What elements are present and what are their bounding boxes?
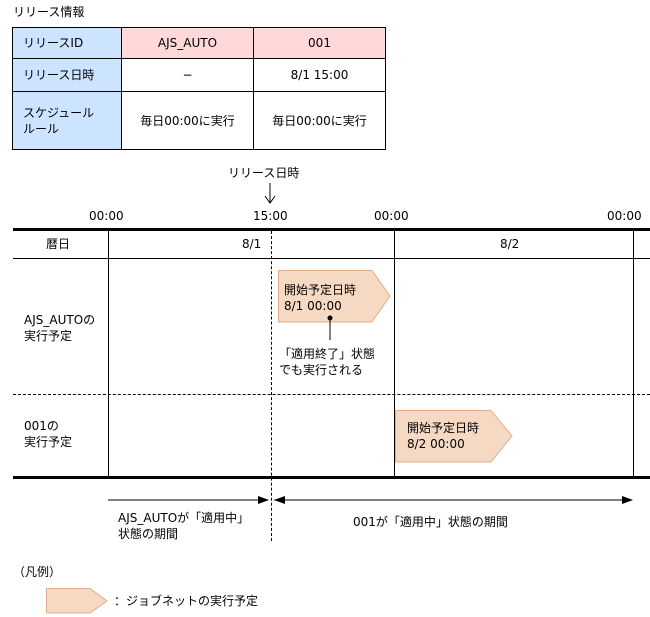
row-header-line: スケジュール <box>23 105 95 120</box>
cell-release-datetime-1: − <box>121 58 254 92</box>
table-row-release-datetime: リリース日時 − 8/1 15:00 <box>12 58 386 92</box>
row-label-line: 実行予定 <box>24 329 73 343</box>
schedule-title: 開始予定日時 <box>407 421 480 435</box>
cell-release-id-2: 001 <box>253 27 386 59</box>
schedule-note: 「適用終了」状態 でも実行される <box>279 346 375 378</box>
day-boundary-line <box>108 230 109 477</box>
release-marker-label: リリース日時 <box>228 166 300 180</box>
period-label-line: 状態の期間 <box>118 527 179 541</box>
period-label-ajs-auto: AJS_AUTOが「適用中」 状態の期間 <box>118 510 249 542</box>
calendar-day: 8/1 <box>242 237 262 251</box>
row-label-line: AJS_AUTOの <box>24 313 96 327</box>
schedule-title: 開始予定日時 <box>284 283 357 297</box>
legend-pentagon-icon <box>46 588 108 614</box>
calendar-row-label: 暦日 <box>46 237 71 251</box>
cell-release-id-1: AJS_AUTO <box>121 27 254 59</box>
note-line: 「適用終了」状態 <box>279 347 376 361</box>
row-header-line: ルール <box>23 121 60 136</box>
schedule-pentagon-shape <box>395 410 513 463</box>
release-info-title: リリース情報 <box>13 5 85 19</box>
calendar-day: 8/2 <box>500 237 520 251</box>
day-boundary-line <box>394 230 395 477</box>
period-arrows <box>108 496 633 504</box>
schedule-block-001: 開始予定日時 8/2 00:00 <box>407 420 479 452</box>
row-header: リリースID <box>12 27 122 59</box>
calendar-row-divider <box>13 258 650 259</box>
time-tick: 00:00 <box>374 209 409 223</box>
arrow-head-icon <box>622 496 633 504</box>
cell-schedule-rule-1: 毎日00:00に実行 <box>121 91 254 150</box>
schedule-pentagon-shape <box>278 270 391 323</box>
cell-release-datetime-2: 8/1 15:00 <box>253 58 386 92</box>
time-tick: 00:00 <box>607 209 642 223</box>
arrow-head-icon <box>258 496 269 504</box>
timeline-top-border <box>13 228 650 231</box>
schedule-row-divider <box>13 394 650 395</box>
timeline-bottom-border <box>13 476 650 479</box>
down-arrow-icon <box>264 183 276 204</box>
period-label-001: 001が「適用中」状態の期間 <box>353 515 508 529</box>
note-line: でも実行される <box>279 363 364 377</box>
row-label-001: 001の 実行予定 <box>24 418 72 450</box>
callout-pointer-icon <box>327 315 333 340</box>
schedule-block-ajs-auto: 開始予定日時 8/1 00:00 <box>284 282 356 314</box>
time-tick: 00:00 <box>89 209 124 223</box>
row-label-line: 実行予定 <box>24 435 73 449</box>
time-tick-release: 15:00 <box>253 209 288 223</box>
release-time-dashed-line <box>271 231 272 541</box>
row-label-ajs-auto: AJS_AUTOの 実行予定 <box>24 312 95 344</box>
schedule-datetime: 8/1 00:00 <box>284 299 342 313</box>
period-label-line: AJS_AUTOが「適用中」 <box>118 511 250 525</box>
table-row-schedule-rule: スケジュール ルール 毎日00:00に実行 毎日00:00に実行 <box>12 91 386 150</box>
legend-title: （凡例） <box>13 565 62 579</box>
row-header: リリース日時 <box>12 58 122 92</box>
legend-item-label: ：ジョブネットの実行予定 <box>114 594 259 608</box>
cell-schedule-rule-2: 毎日00:00に実行 <box>253 91 386 150</box>
schedule-datetime: 8/2 00:00 <box>407 437 465 451</box>
table-row-release-id: リリースID AJS_AUTO 001 <box>12 27 386 59</box>
arrow-head-icon <box>274 496 285 504</box>
row-header: スケジュール ルール <box>12 91 122 150</box>
day-boundary-line <box>633 230 634 477</box>
release-info-table: リリースID AJS_AUTO 001 リリース日時 − 8/1 15:00 ス… <box>12 27 386 150</box>
row-label-line: 001の <box>24 419 59 433</box>
